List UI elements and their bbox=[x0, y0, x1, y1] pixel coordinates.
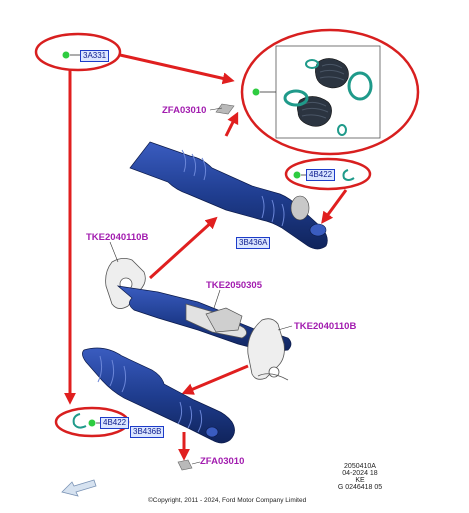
right-drive-shaft bbox=[129, 141, 328, 250]
zfa-top-tool bbox=[209, 103, 235, 115]
zfa-bottom-tool bbox=[177, 459, 201, 471]
front-direction-icon bbox=[61, 479, 97, 497]
center-shaft-assembly bbox=[116, 285, 292, 353]
top-left-marker-dot bbox=[62, 51, 70, 59]
arrow-to-left-shaft bbox=[181, 364, 249, 395]
arrow-middle-up bbox=[148, 216, 218, 280]
boot-kit-marker-dot bbox=[252, 88, 260, 96]
ref-label-left-clip: 4B422 bbox=[100, 417, 130, 429]
arrow-zfa-top bbox=[224, 111, 239, 137]
right-clip-icon bbox=[342, 169, 355, 181]
arrow-clip-right bbox=[321, 189, 348, 224]
info-market: KE bbox=[355, 477, 365, 484]
ref-label-left-shaft: 3B436B bbox=[130, 426, 165, 438]
left-drive-shaft bbox=[82, 347, 235, 444]
ring-large-right bbox=[347, 71, 373, 101]
callout-zfa-bottom: ZFA03010 bbox=[200, 456, 245, 467]
info-doc: G 0246418 05 bbox=[337, 484, 383, 491]
callout-tke-left: TKE2040110B bbox=[86, 232, 149, 243]
right-clip-marker-dot bbox=[293, 171, 301, 179]
ring-small-top bbox=[305, 59, 319, 69]
tke-right-leader bbox=[277, 325, 293, 331]
left-clip-marker-dot bbox=[88, 419, 96, 427]
callout-tke-right: TKE2040110B bbox=[294, 321, 357, 332]
boot-kit-highlight-ellipse bbox=[240, 28, 420, 156]
boot-upper bbox=[315, 58, 349, 89]
info-code: 2050410A bbox=[344, 463, 376, 470]
ref-label-right-shaft: 3B436A bbox=[236, 237, 271, 249]
callout-zfa-top: ZFA03010 bbox=[162, 105, 207, 116]
tke-left-leader bbox=[109, 241, 119, 263]
callout-tke-center: TKE2050305 bbox=[206, 280, 262, 291]
right-knuckle bbox=[247, 318, 289, 381]
arrow-to-kit bbox=[119, 53, 235, 85]
ring-large-left bbox=[283, 89, 309, 107]
tke-center-leader bbox=[213, 289, 221, 309]
right-clip-highlight-ellipse bbox=[284, 157, 372, 191]
top-left-highlight-ellipse bbox=[34, 32, 122, 72]
boot-lower bbox=[297, 96, 332, 127]
copyright-text: ©Copyright, 2011 - 2024, Ford Motor Comp… bbox=[148, 497, 307, 504]
info-block: 2050410A 04-2024 18 KE G 0246418 05 bbox=[330, 463, 390, 491]
ring-small-bottom bbox=[337, 124, 347, 136]
left-clip-icon bbox=[72, 413, 87, 429]
ref-label-right-clip: 4B422 bbox=[306, 169, 336, 181]
info-date: 04-2024 18 bbox=[342, 470, 378, 477]
ref-label-top-left: 3A331 bbox=[80, 50, 110, 62]
